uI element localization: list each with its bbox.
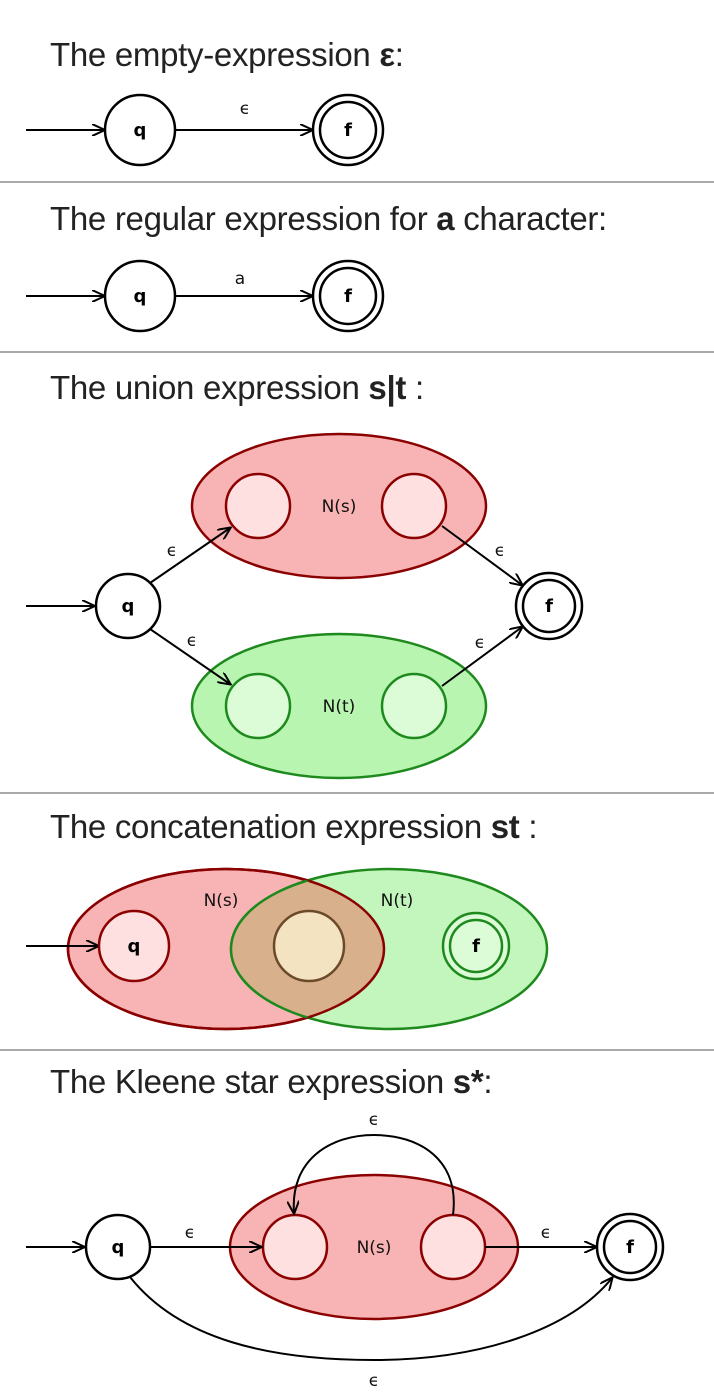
edge-label: ϵ	[541, 1223, 551, 1243]
subautomaton-t-outline	[229, 869, 384, 1029]
state-final-inner	[318, 266, 378, 326]
edge-label: ϵ	[475, 633, 485, 653]
substate-s-exit	[419, 1213, 487, 1281]
edge-label: ϵ	[240, 99, 250, 119]
state-final-label: f	[344, 120, 352, 141]
subautomaton-t	[190, 632, 488, 780]
edge-label: ϵ	[495, 541, 505, 561]
substate-t-exit	[380, 672, 448, 740]
section-title-union: The union expression s|t :	[50, 369, 424, 406]
state-start	[97, 909, 171, 983]
diagram-empty: q ϵ f	[26, 93, 385, 167]
state-final-outer	[441, 911, 511, 981]
divider	[0, 351, 714, 353]
state-final-outer	[311, 93, 385, 167]
edge-label: a	[235, 269, 245, 289]
subautomaton-t-label: N(t)	[381, 891, 414, 911]
edge-label: ϵ	[369, 1110, 379, 1130]
loop-back-arrow	[294, 1133, 455, 1215]
diagram-union: N(s) N(t) q ϵ ϵ ϵ ϵ f	[26, 432, 584, 780]
transition-to-s	[149, 528, 230, 584]
state-start	[94, 572, 162, 640]
section-title-kleene-star: The Kleene star expression s*:	[50, 1063, 493, 1100]
state-start-label: q	[134, 286, 147, 307]
substate-t-entry	[224, 672, 292, 740]
edge-label: ϵ	[185, 1223, 195, 1243]
state-final-outer	[514, 571, 584, 641]
edge-label: ϵ	[167, 541, 177, 561]
edge-label: ϵ	[369, 1371, 379, 1391]
overlap-region	[231, 869, 384, 1029]
state-final-label: f	[545, 596, 553, 617]
subautomaton-s-label: N(s)	[322, 497, 357, 517]
state-final-inner	[318, 100, 378, 160]
substate-s-entry	[261, 1213, 329, 1281]
merged-state	[272, 909, 346, 983]
subautomaton-s-label: N(s)	[204, 891, 239, 911]
subautomaton-s-outline	[66, 867, 386, 1031]
substate-s-entry	[224, 472, 292, 540]
section-title-concatenation: The concatenation expression st :	[50, 808, 538, 845]
state-final-inner	[448, 918, 504, 974]
transition-to-t	[149, 628, 230, 684]
state-start-label: q	[112, 1237, 125, 1258]
state-final-inner	[602, 1219, 658, 1275]
subautomaton-t-label: N(t)	[323, 697, 356, 717]
state-start-label: q	[134, 120, 147, 141]
divider	[0, 181, 714, 183]
state-final-outer	[595, 1212, 665, 1282]
substate-s-exit	[380, 472, 448, 540]
transition-from-s	[441, 525, 522, 585]
state-final-label: f	[344, 286, 352, 307]
state-final-inner	[521, 578, 577, 634]
subautomaton-s	[190, 432, 488, 580]
diagram-kleene-star: N(s) ϵ q ϵ ϵ ϵ f	[26, 1110, 665, 1391]
divider	[0, 792, 714, 794]
section-title-character: The regular expression for a character:	[50, 200, 607, 237]
state-final-label: f	[472, 936, 480, 957]
subautomaton-s-label: N(s)	[357, 1238, 392, 1258]
divider	[0, 1049, 714, 1051]
state-final-outer	[311, 259, 385, 333]
diagram-character: q a f	[26, 259, 385, 333]
section-title-empty: The empty-expression ε:	[50, 36, 404, 73]
state-start-label: q	[122, 596, 135, 617]
transition-from-t	[441, 627, 522, 687]
state-final-label: f	[626, 1237, 634, 1258]
state-start-label: q	[128, 936, 141, 957]
diagram-concatenation: N(s) N(t) q f	[26, 867, 549, 1031]
edge-label: ϵ	[187, 631, 197, 651]
bypass-arrow	[129, 1277, 612, 1362]
